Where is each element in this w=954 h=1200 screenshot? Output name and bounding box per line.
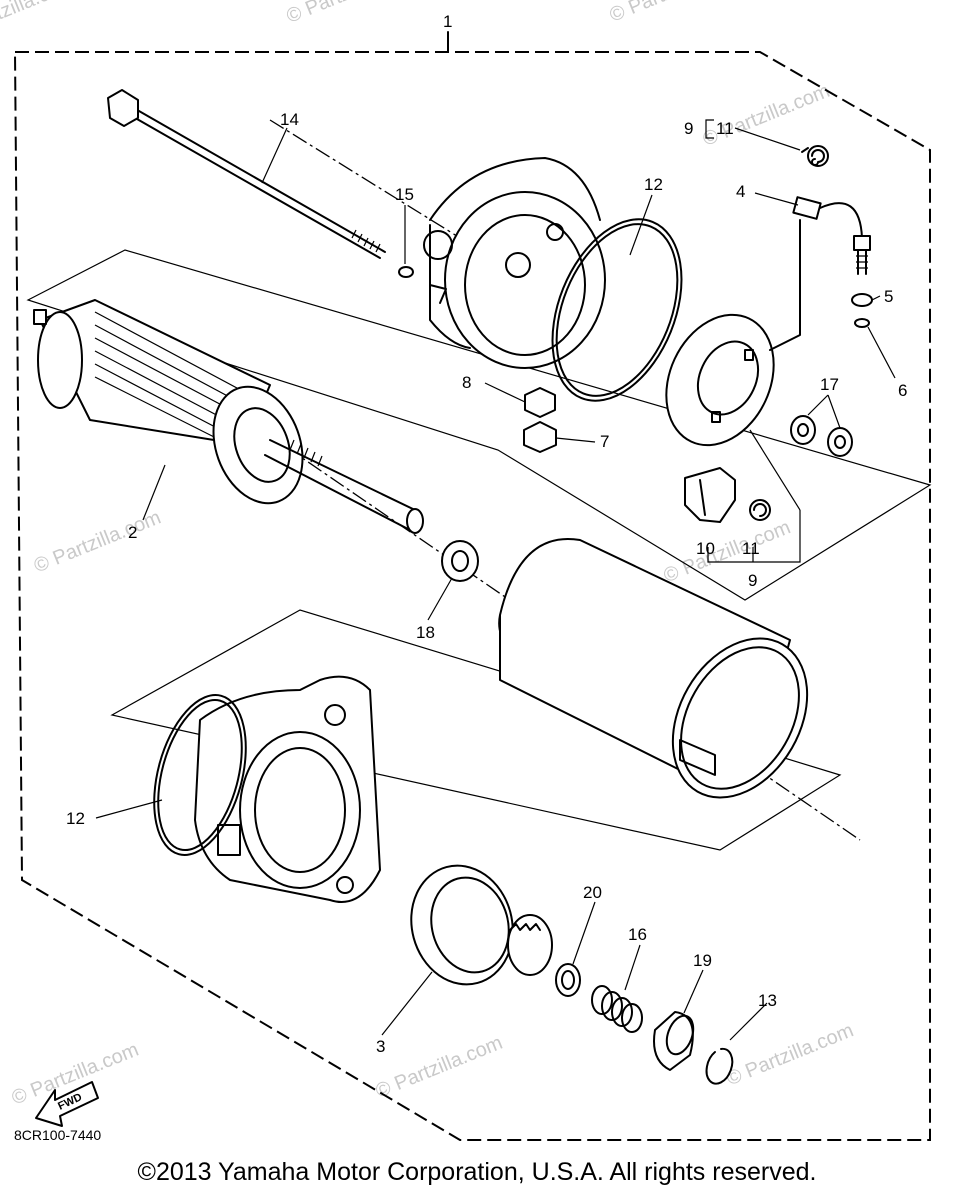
callout-10: 10 bbox=[696, 539, 715, 558]
diagram-code: 8CR100-7440 bbox=[14, 1127, 101, 1143]
spring bbox=[591, 985, 643, 1033]
nut bbox=[524, 387, 556, 418]
through-bolt bbox=[107, 89, 386, 259]
o-ring bbox=[398, 266, 414, 278]
watermark: © Partzilla.com bbox=[723, 1019, 856, 1090]
watermark: © Partzilla.com bbox=[283, 0, 416, 28]
watermark: © Partzilla.com bbox=[700, 80, 833, 151]
watermark: © Partzilla.com bbox=[373, 1032, 506, 1103]
brush-plate bbox=[665, 313, 775, 447]
o-ring bbox=[854, 318, 870, 328]
leader-lines bbox=[95, 119, 896, 1041]
callout-labels: 1 14 15 12 9 11 4 5 6 17 8 7 10 11 9 2 1… bbox=[66, 12, 907, 1056]
o-ring-large bbox=[551, 218, 683, 402]
callout-1: 1 bbox=[443, 12, 452, 31]
brush-spring bbox=[801, 145, 829, 167]
front-bracket bbox=[194, 675, 381, 903]
starter-clutch bbox=[410, 864, 553, 986]
callout-16: 16 bbox=[628, 925, 647, 944]
callout-14: 14 bbox=[280, 110, 299, 129]
callout-2: 2 bbox=[128, 523, 137, 542]
callout-12: 12 bbox=[644, 175, 663, 194]
callout-6: 6 bbox=[898, 381, 907, 400]
washer bbox=[827, 427, 853, 457]
callout-9: 9 bbox=[684, 119, 693, 138]
fwd-arrow-icon: FWD bbox=[35, 1081, 99, 1127]
circlip bbox=[705, 1047, 734, 1085]
callout-13: 13 bbox=[758, 991, 777, 1010]
armature bbox=[33, 299, 424, 534]
nut bbox=[523, 421, 557, 453]
rear-cover bbox=[423, 157, 606, 369]
washer bbox=[441, 540, 479, 582]
callout-11: 11 bbox=[742, 539, 760, 558]
callout-7: 7 bbox=[600, 432, 609, 451]
assembly-boundary bbox=[13, 51, 931, 1141]
o-ring-large bbox=[153, 694, 247, 856]
yoke bbox=[498, 537, 809, 799]
callout-17: 17 bbox=[820, 375, 839, 394]
callout-8: 8 bbox=[462, 373, 471, 392]
brush-holder bbox=[684, 467, 771, 523]
group-outline-rear bbox=[26, 249, 932, 601]
brush-lead bbox=[769, 196, 871, 351]
callout-19: 19 bbox=[693, 951, 712, 970]
watermark: © Partzilla.com bbox=[660, 516, 793, 587]
callout-20: 20 bbox=[583, 883, 602, 902]
callout-9: 9 bbox=[748, 571, 757, 590]
watermark: © Partzilla.com bbox=[0, 0, 78, 44]
callout-5: 5 bbox=[884, 287, 893, 306]
circlip bbox=[555, 963, 581, 997]
copyright-notice: ©2013 Yamaha Motor Corporation, U.S.A. A… bbox=[137, 1158, 817, 1186]
callout-3: 3 bbox=[376, 1037, 385, 1056]
callout-15: 15 bbox=[395, 185, 414, 204]
callout-12: 12 bbox=[66, 809, 85, 828]
washer bbox=[790, 415, 816, 445]
washer bbox=[851, 293, 873, 307]
group-outline-front bbox=[110, 609, 842, 851]
watermark: © Partzilla.com bbox=[607, 0, 740, 27]
callout-18: 18 bbox=[416, 623, 435, 642]
callout-4: 4 bbox=[736, 182, 745, 201]
collar bbox=[653, 1011, 695, 1071]
callout-11: 11 bbox=[716, 119, 734, 138]
